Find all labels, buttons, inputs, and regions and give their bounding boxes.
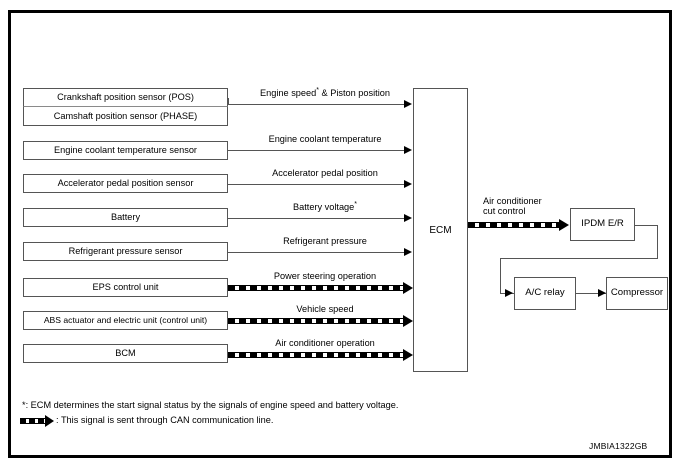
- input-box-engine-coolant-temperature-sensor[interactable]: Engine coolant temperature sensor: [23, 141, 228, 160]
- signal-label-air-conditioner-operation: Air conditioner operation: [240, 338, 410, 348]
- input-label: Accelerator pedal position sensor: [57, 178, 194, 189]
- signal-text: Refrigerant pressure: [283, 236, 367, 246]
- input-box-abs-actuator-and-electric-unit[interactable]: ABS actuator and electric unit (control …: [23, 311, 228, 330]
- signal-label-refrigerant-pressure: Refrigerant pressure: [240, 236, 410, 246]
- signal-arrow-5: [404, 248, 412, 256]
- footnote-asterisk: *: ECM determines the start signal statu…: [22, 400, 399, 410]
- route-down-left: [500, 258, 501, 294]
- signal-label-engine-coolant-temperature: Engine coolant temperature: [240, 134, 410, 144]
- ecm-box[interactable]: ECM: [413, 88, 468, 372]
- input-box-crankshaft-position-sensor[interactable]: Crankshaft position sensor (POS): [23, 88, 228, 107]
- signal-label-power-steering-operation: Power steering operation: [240, 271, 410, 281]
- signal-line-3: [228, 184, 405, 185]
- signal-text: Engine speed: [260, 88, 317, 98]
- cut-control-line1: Air conditioner: [483, 196, 542, 206]
- can-arrow-air-conditioner-operation: [403, 348, 413, 361]
- route-relay-to-compressor: [576, 293, 606, 294]
- ipdm-er-box[interactable]: IPDM E/R: [570, 208, 635, 241]
- input-label: Refrigerant pressure sensor: [68, 246, 183, 257]
- signal-label-air-conditioner-cut-control: Air conditioner cut control: [483, 196, 593, 216]
- signal-line-4: [228, 218, 405, 219]
- input-box-camshaft-position-sensor[interactable]: Camshaft position sensor (PHASE): [23, 107, 228, 126]
- route-down-right: [657, 225, 658, 259]
- ac-relay-box[interactable]: A/C relay: [514, 277, 576, 310]
- signal-line-1: [228, 104, 405, 105]
- signal-arrow-4: [404, 214, 412, 222]
- arrow-into-ac-relay: [505, 289, 513, 297]
- signal-line-2: [228, 150, 405, 151]
- signal-line-5: [228, 252, 405, 253]
- input-label: Engine coolant temperature sensor: [53, 145, 197, 156]
- signal-text: Power steering operation: [273, 271, 377, 281]
- signal-arrow-2: [404, 146, 412, 154]
- input-label: ABS actuator and electric unit (control …: [43, 314, 208, 325]
- signal-label-accelerator-pedal-position: Accelerator pedal position: [240, 168, 410, 178]
- signal-label-engine-speed-piston-position: Engine speed* & Piston position: [240, 86, 410, 98]
- ipdm-er-label: IPDM E/R: [581, 218, 624, 230]
- input-label: Battery: [110, 212, 141, 223]
- ac-relay-label: A/C relay: [525, 287, 565, 299]
- input-label: BCM: [115, 348, 136, 359]
- signal-text: Engine coolant temperature: [268, 134, 382, 144]
- signal-text: Vehicle speed: [296, 304, 354, 314]
- can-line-cut-control: [468, 222, 561, 228]
- signal-superscript: *: [316, 86, 319, 94]
- diagram-frame: [8, 10, 672, 458]
- compressor-label: Compressor: [610, 287, 664, 299]
- signal-suffix: & Piston position: [318, 88, 390, 98]
- ecm-label: ECM: [429, 224, 452, 236]
- input-box-accelerator-pedal-position-sensor[interactable]: Accelerator pedal position sensor: [23, 174, 228, 193]
- cut-control-line2: cut control: [483, 206, 526, 216]
- can-arrow-power-steering: [403, 281, 413, 294]
- signal-text: Battery voltage: [292, 202, 355, 212]
- figure-id-label: JMBIA1322GB: [589, 441, 648, 451]
- input-box-refrigerant-pressure-sensor[interactable]: Refrigerant pressure sensor: [23, 242, 228, 261]
- can-line-vehicle-speed: [228, 318, 405, 324]
- can-arrow-vehicle-speed: [403, 314, 413, 327]
- signal-text: Accelerator pedal position: [272, 168, 378, 178]
- input-label: Camshaft position sensor (PHASE): [53, 110, 198, 121]
- can-legend-arrow-icon: [45, 415, 54, 427]
- input-box-battery[interactable]: Battery: [23, 208, 228, 227]
- can-legend-dashed-line: [20, 418, 46, 424]
- can-line-air-conditioner-operation: [228, 352, 405, 358]
- footnote-can: : This signal is sent through CAN commun…: [56, 415, 274, 425]
- compressor-box[interactable]: Compressor: [606, 277, 668, 310]
- signal-label-battery-voltage: Battery voltage*: [240, 200, 410, 212]
- route-ipdm-right: [635, 225, 658, 226]
- signal-line-1-stub: [228, 98, 229, 105]
- input-box-eps-control-unit[interactable]: EPS control unit: [23, 278, 228, 297]
- signal-superscript: *: [354, 200, 358, 208]
- input-label: EPS control unit: [92, 282, 159, 293]
- input-label: Crankshaft position sensor (POS): [57, 92, 194, 103]
- input-box-bcm[interactable]: BCM: [23, 344, 228, 363]
- can-arrow-cut-control: [559, 218, 569, 231]
- signal-arrow-1: [404, 100, 412, 108]
- signal-label-vehicle-speed: Vehicle speed: [240, 304, 410, 314]
- signal-text: Air conditioner operation: [275, 338, 375, 348]
- signal-arrow-3: [404, 180, 412, 188]
- can-line-power-steering: [228, 285, 405, 291]
- route-left: [500, 258, 658, 259]
- arrow-into-compressor: [598, 289, 606, 297]
